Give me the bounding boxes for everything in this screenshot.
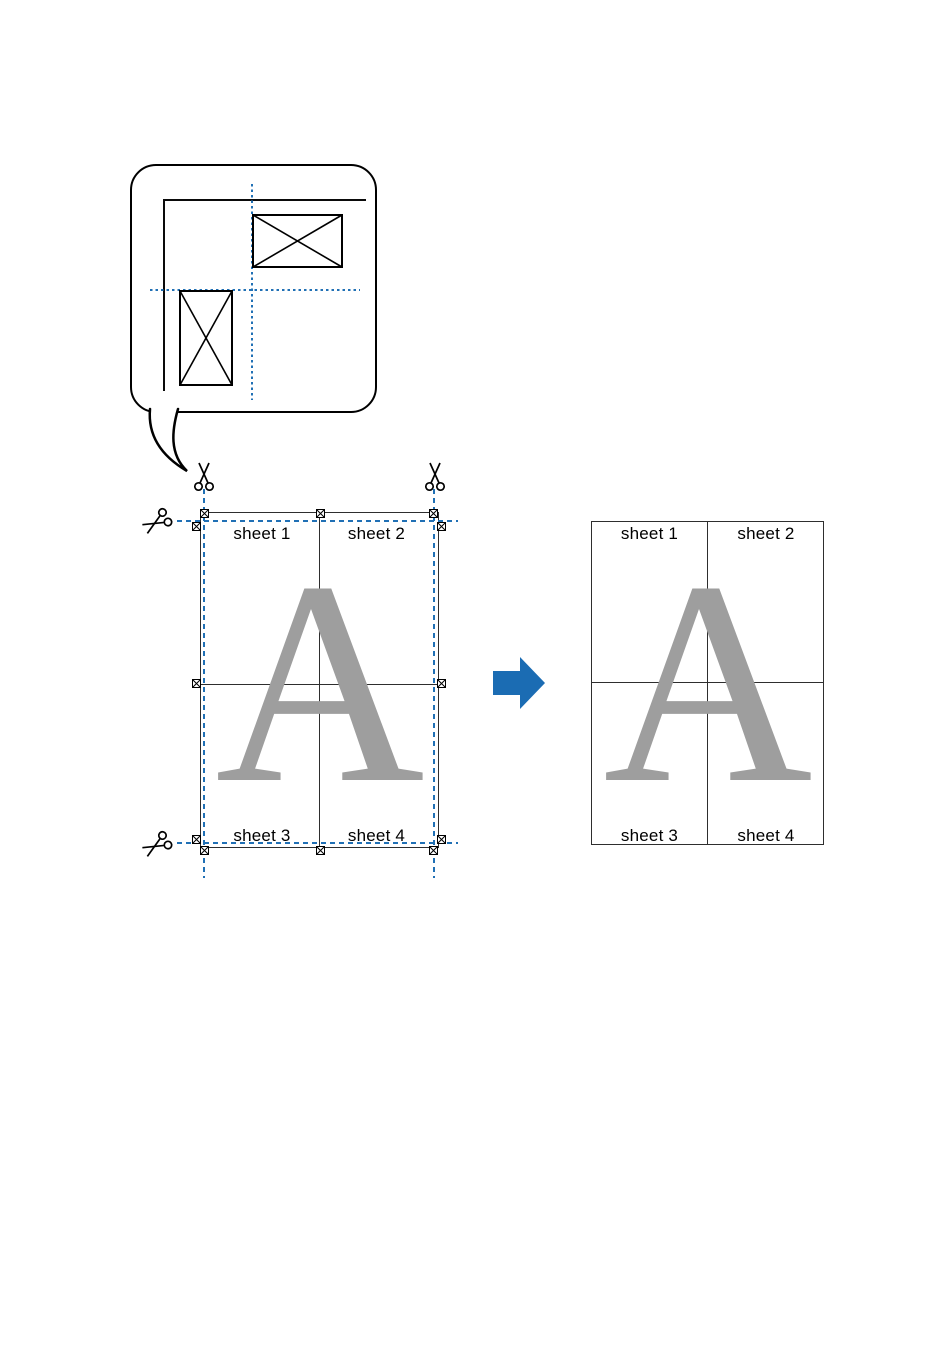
- crop-mark-icon: [429, 846, 438, 855]
- sheet-edge-line-vertical: [163, 199, 165, 391]
- sheet-divider-horizontal: [591, 682, 824, 683]
- crop-mark-icon: [429, 509, 438, 518]
- sheet-label-3: sheet 3: [233, 826, 291, 845]
- trim-line-bottom: [177, 842, 458, 844]
- crop-mark-icon: [437, 679, 446, 688]
- trim-line-top: [177, 520, 458, 522]
- trim-line-left: [203, 489, 205, 878]
- crop-mark-icon: [316, 846, 325, 855]
- crop-mark-icon: [437, 522, 446, 531]
- crop-mark-icon: [437, 835, 446, 844]
- sheet-edge-line-horizontal: [163, 199, 366, 201]
- arrow-right-icon: [493, 657, 545, 709]
- crop-mark-icon: [192, 835, 201, 844]
- scissors-icon: [142, 507, 173, 534]
- crop-mark-icon: [200, 509, 209, 518]
- sheet-label-1: sheet 1: [620, 524, 679, 543]
- sheet-label-3: sheet 3: [620, 826, 679, 845]
- sheet-divider-vertical: [319, 512, 320, 848]
- detail-callout-bubble: [130, 164, 377, 413]
- alignment-guide-horizontal: [150, 289, 360, 291]
- scissors-icon: [424, 462, 446, 492]
- cross-mark-icon: [179, 290, 233, 386]
- sheet-label-1: sheet 1: [233, 524, 291, 543]
- scissors-icon: [142, 830, 173, 857]
- poster-letter: A: [603, 522, 813, 843]
- sheet-divider-vertical: [707, 521, 708, 845]
- crop-mark-icon: [200, 846, 209, 855]
- poster-letter: A: [215, 522, 425, 843]
- crop-mark-icon: [192, 679, 201, 688]
- crop-mark-icon: [192, 522, 201, 531]
- sheet-label-2: sheet 2: [737, 524, 795, 543]
- sheet-divider-horizontal: [200, 684, 439, 685]
- trim-line-right: [433, 489, 435, 878]
- sheet-label-4: sheet 4: [737, 826, 795, 845]
- crop-mark-icon: [316, 509, 325, 518]
- sheet-label-4: sheet 4: [347, 826, 406, 845]
- alignment-guide-vertical: [251, 184, 253, 400]
- scissors-icon: [193, 462, 215, 492]
- cross-mark-icon: [252, 214, 343, 268]
- callout-tail: [148, 407, 188, 473]
- sheet-label-2: sheet 2: [347, 524, 406, 543]
